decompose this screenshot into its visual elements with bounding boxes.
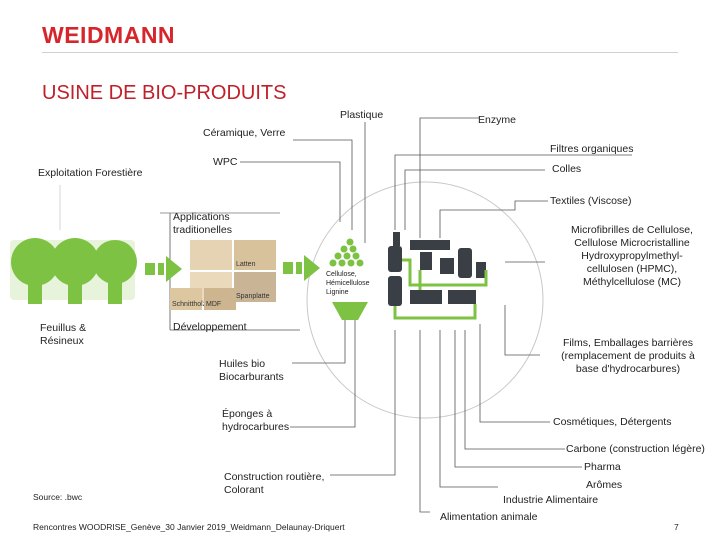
label-filtres-organiques: Filtres organiques [550,143,634,155]
label-huiles-bio: Huiles bio Biocarburants [219,358,284,383]
bio-plant-machine-icon [383,232,493,324]
label-alimentation-animale: Alimentation animale [440,511,538,523]
label-wpc: WPC [213,156,238,168]
label-cellulose: Cellulose, Hémicellulose Lignine [326,271,370,296]
label-exploitation-forestiere: Exploitation Forestière [38,167,143,179]
label-construction-routiere: Construction routière, Colorant [224,471,325,496]
page-number: 7 [674,522,679,532]
arrow-products-to-plant-icon [283,255,320,281]
wood-product-mdf: MDF [204,288,236,310]
cellulose-pile-icon [329,238,364,267]
label-microfibrilles: Microfibrilles de Cellulose, Cellulose M… [571,224,693,288]
label-developpement: Développement [173,321,247,333]
label-colles: Colles [552,163,582,175]
label-aromes: Arômes [586,479,623,491]
weidmann-logo: WEIDMANN [42,22,176,48]
arrow-trees-to-products-icon [145,256,182,282]
label-plastique: Plastique [340,109,384,121]
process-circle [306,181,544,419]
label-industrie-alimentaire: Industrie Alimentaire [503,494,599,506]
label-feuillus: Feuillus & Résineux [40,322,87,347]
page-title: USINE DE BIO-PRODUITS [42,82,287,104]
footer-rencontres: Rencontres WOODRISE_Genève_30 Janvier 20… [33,522,345,532]
label-enzyme: Enzyme [478,114,516,126]
wood-product-spanplatte: Spanplatte [234,272,276,302]
label-films-emballages: Films, Emballages barrières (remplacemen… [561,337,695,375]
label-ceramique-verre: Céramique, Verre [203,127,286,139]
label-textiles-viscose: Textiles (Viscose) [550,195,632,207]
label-pharma: Pharma [584,461,621,473]
header-divider [42,52,678,53]
funnel-icon [332,302,368,320]
label-cosmetiques: Cosmétiques, Détergents [553,416,672,428]
label-eponges: Éponges à hydrocarbures [222,408,290,433]
leader-lines [240,117,632,513]
trees-icon [10,238,137,304]
wood-product-image [190,240,232,270]
label-carbone: Carbone (construction légère) [566,443,705,455]
footer-source: Source: .bwc [33,492,83,502]
wood-product-schnittholz: Schnittholz [170,288,206,310]
label-applications-traditionelles: Applications traditionelles [173,211,232,236]
wood-product-latten: Latten [234,240,276,270]
